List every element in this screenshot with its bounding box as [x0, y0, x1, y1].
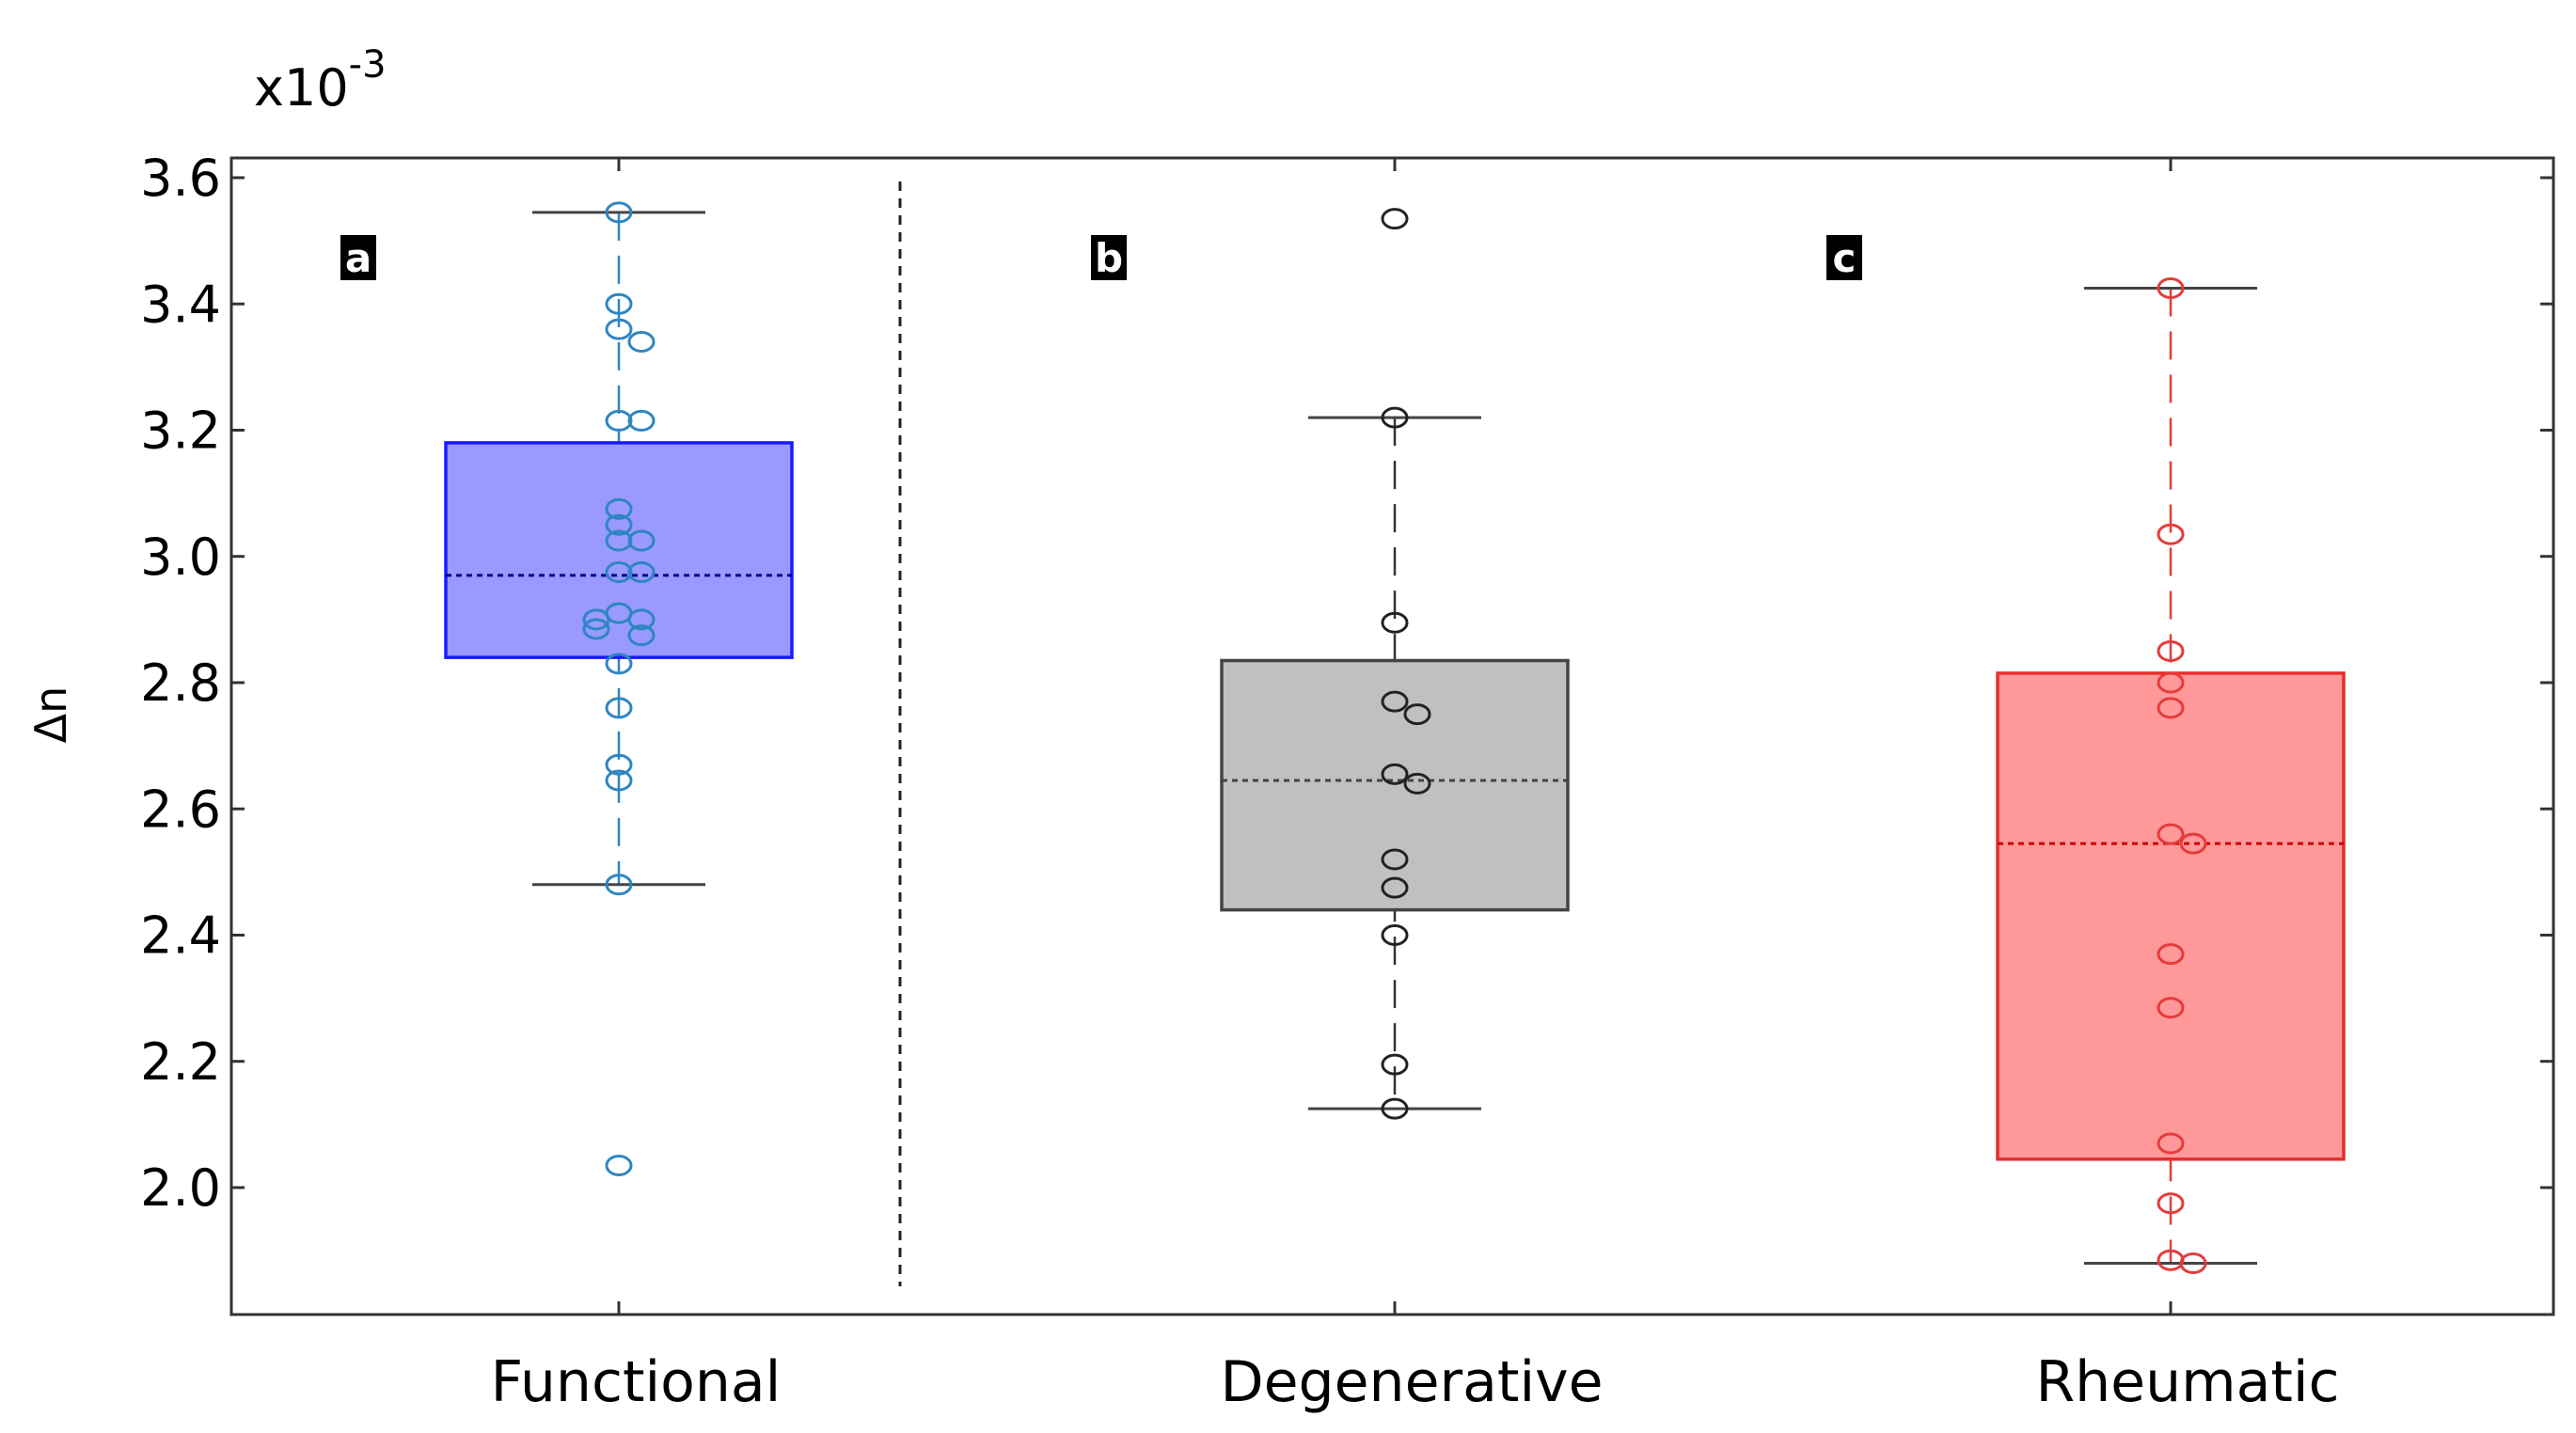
- data-point: [2157, 997, 2185, 1019]
- data-point: [605, 753, 633, 776]
- scale-exponent: -3: [349, 43, 387, 87]
- category-label: Rheumatic: [2035, 1349, 2339, 1415]
- scale-base: x10: [254, 58, 349, 118]
- data-point: [2157, 523, 2185, 545]
- data-point: [605, 874, 633, 896]
- box-group-functional: a: [340, 201, 794, 1177]
- data-point: [1381, 611, 1409, 634]
- panel-label: a: [345, 235, 371, 281]
- data-point: [582, 608, 610, 631]
- data-point: [1381, 1097, 1409, 1120]
- data-point: [1381, 208, 1409, 230]
- y-tick-label: 2.4: [140, 906, 221, 966]
- data-point: [605, 561, 633, 584]
- iqr-box: [1996, 671, 2346, 1161]
- data-point: [1381, 924, 1409, 946]
- data-point: [627, 331, 656, 354]
- data-point: [1381, 690, 1409, 713]
- category-label: Functional: [491, 1349, 782, 1415]
- data-point: [605, 409, 633, 432]
- y-tick-label: 3.4: [140, 275, 221, 334]
- data-point: [605, 1155, 633, 1177]
- data-point: [605, 292, 633, 315]
- data-point: [2157, 639, 2185, 662]
- data-point: [605, 318, 633, 340]
- panel-label-box: [1826, 235, 1862, 280]
- iqr-box: [1220, 658, 1570, 912]
- data-point: [627, 608, 656, 631]
- panel-label: b: [1095, 235, 1123, 281]
- data-point: [1381, 763, 1409, 785]
- box-group-rheumatic: c: [1826, 235, 2346, 1275]
- data-point: [605, 513, 633, 536]
- data-point: [1381, 1053, 1409, 1076]
- data-point: [605, 697, 633, 719]
- data-point: [627, 529, 656, 552]
- y-tick-label: 3.2: [140, 402, 221, 461]
- data-point: [2179, 832, 2207, 855]
- data-point: [2157, 943, 2185, 966]
- data-point: [2157, 671, 2185, 694]
- data-point: [582, 618, 610, 640]
- x-axis: Functional Degenerative Rheumatic: [491, 158, 2340, 1415]
- data-point: [1381, 876, 1409, 899]
- data-point: [1403, 772, 1431, 795]
- y-tick-label: 3.6: [140, 149, 221, 208]
- box-groups: a b c: [340, 201, 2346, 1275]
- y-tick-label: 2.6: [140, 779, 221, 839]
- data-point: [627, 561, 656, 584]
- data-point: [2157, 1192, 2185, 1215]
- panel-label-box: [1091, 235, 1127, 280]
- scale-factor-label: x10-3: [254, 43, 387, 118]
- data-point: [605, 497, 633, 520]
- panel-label-box: [340, 235, 376, 280]
- panel-label: c: [1833, 235, 1857, 281]
- box-group-degenerative: b: [1091, 208, 1570, 1120]
- y-axis: 2.0 2.2 2.4 2.6 2.8 3.0 3.2 3.4 3.6: [140, 149, 2553, 1218]
- y-tick-label: 2.2: [140, 1032, 221, 1092]
- data-point: [627, 409, 656, 432]
- data-point: [605, 769, 633, 792]
- data-point: [2157, 276, 2185, 299]
- y-axis-title: Δn: [25, 686, 76, 744]
- data-point: [2157, 697, 2185, 719]
- data-point: [1381, 406, 1409, 429]
- y-tick-label: 2.0: [140, 1158, 221, 1218]
- data-point: [2157, 1132, 2185, 1155]
- data-point: [605, 653, 633, 675]
- data-point: [605, 201, 633, 224]
- plot-frame: [229, 156, 2555, 1316]
- data-point: [2157, 823, 2185, 845]
- data-point: [2179, 1252, 2207, 1275]
- y-tick-label: 3.0: [140, 528, 221, 587]
- y-tick-label: 2.8: [140, 654, 221, 713]
- data-point: [605, 529, 633, 552]
- data-point: [1403, 703, 1431, 726]
- data-point: [627, 624, 656, 647]
- data-point: [1381, 848, 1409, 871]
- category-label: Degenerative: [1220, 1349, 1603, 1415]
